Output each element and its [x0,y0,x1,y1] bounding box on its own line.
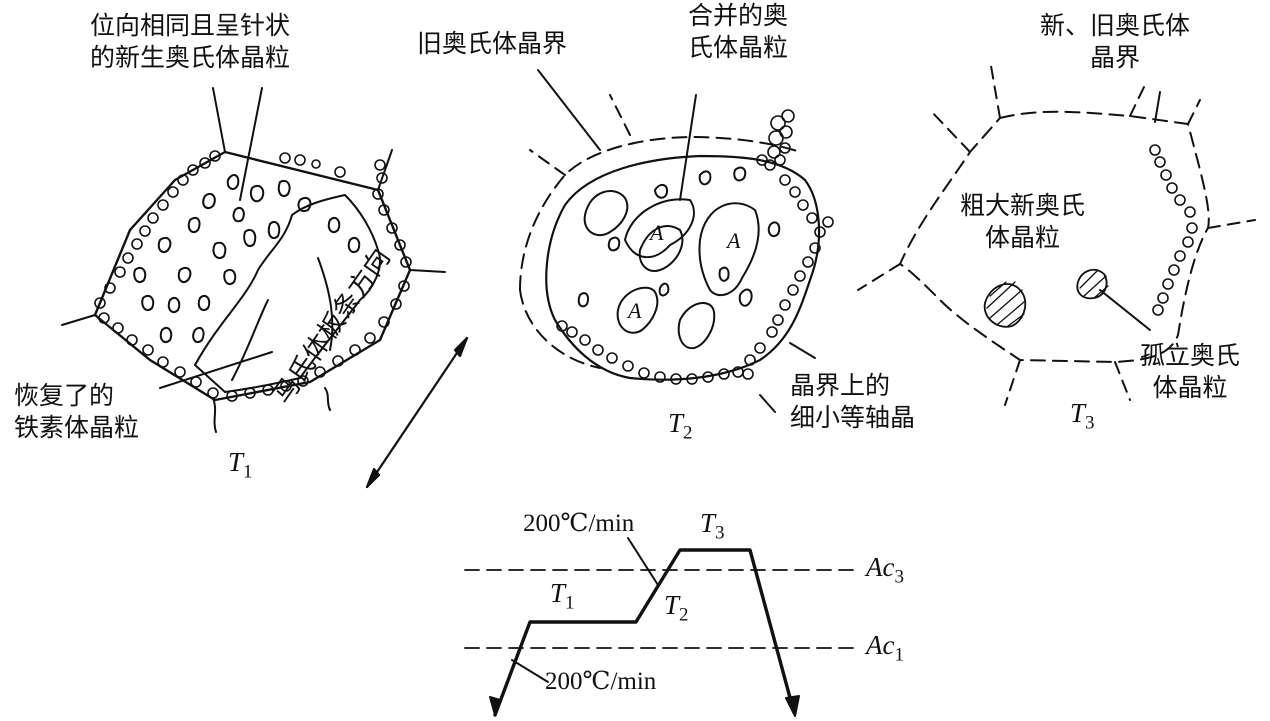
t2-grain-panel [519,69,834,413]
t1-boundary-fine-grains [94,150,412,402]
t1-label: T1 [228,447,253,483]
t1-grain-panel [61,87,469,489]
merged-grains-label: 合并的奥氏体晶粒 [688,1,789,62]
t1-grain-boundary [93,150,412,402]
austenite-marks: A A A [626,220,741,323]
heating-curve [493,548,794,717]
isolated-grains-label: 孤立奥氏体晶粒 [1140,341,1241,402]
t3-grain-panel [857,59,1256,406]
heat-schedule [464,537,861,717]
t2-boundary-fine-grains [556,109,834,385]
t1-needle-grains [133,174,361,344]
t1-lower-tail [212,387,331,433]
schedule-t2-label: T2 [664,590,689,626]
t3-leader-isolated [1099,289,1151,331]
t2-leader-merged [679,94,697,201]
fine-equiaxed-label: 晶界上的细小等轴晶 [790,371,916,432]
t2-old-boundary-dashed-side [519,289,601,369]
t3-boundary-fine-grains [1149,144,1198,316]
martensite-direction-arrow [365,336,469,489]
cooling-arrow-head [785,695,800,717]
t3-label: T3 [1070,398,1095,434]
t3-outer-dash [857,59,1256,406]
t2-grain-inner-boundary [545,154,821,381]
t2-outer-dash-top [529,94,631,176]
austenite-mark-1: A [648,220,664,245]
rate-bottom-label: 200℃/min [545,668,657,695]
schedule-t3-label: T3 [700,508,725,544]
rate-bottom-leader [511,659,549,683]
t1-leader-needle [239,87,263,201]
ac3-label: Ac3 [866,552,904,588]
t2-leader-fine [789,342,816,359]
new-old-boundary-label: 新、旧奥氏体晶界 [1040,11,1191,72]
t3-isolated-grain-left [983,281,1027,328]
t2-old-boundary-dashed [519,136,801,291]
austenite-mark-2: A [725,228,741,253]
rate-top-leader [627,537,659,586]
t1-leader-ferrite [159,351,273,389]
t2-austenite-islands [577,166,781,350]
t3-isolated-grain-right [1076,268,1109,300]
t2-leader-old-boundary [537,69,601,151]
t1-ferrite-inner [231,257,334,381]
rate-top-label: 200℃/min [523,510,635,537]
old-austenite-boundary-label: 旧奥氏体晶界 [417,29,568,58]
heating-arrow-head [489,696,501,716]
austenite-mark-3: A [626,298,642,323]
needle-grains-label: 位向相同且呈针状的新生奥氏体晶粒 [90,11,291,72]
coarse-grains-label: 粗大新奥氏体晶粒 [960,191,1086,252]
t1-outer-line-left [61,314,96,326]
t2-leader-fine-2 [759,394,776,413]
schedule-t1-label: T1 [550,578,575,614]
t2-label: T2 [668,408,693,444]
recovered-ferrite-label: 恢复了的铁素体晶粒 [14,381,140,442]
t1-outer-line-top [212,87,226,153]
t3-leader-boundary [1154,91,1161,123]
ac1-label: Ac1 [866,630,904,666]
